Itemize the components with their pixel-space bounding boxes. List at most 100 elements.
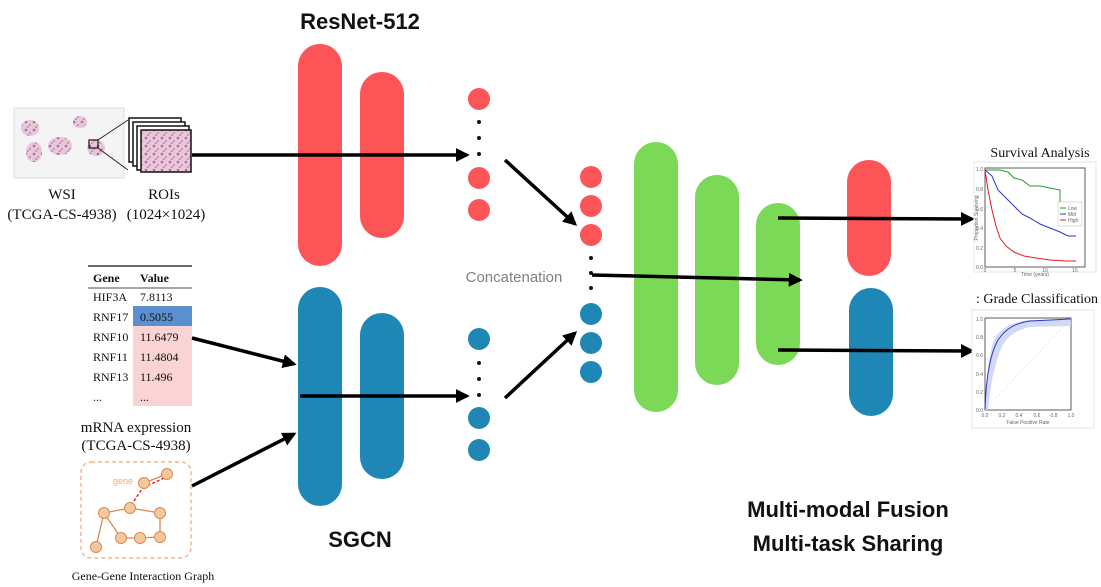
graph-node	[115, 532, 127, 544]
value-highlight-high	[133, 326, 192, 406]
svg-text:0.2: 0.2	[976, 390, 983, 396]
table-row: RNF10 11.6479	[93, 330, 179, 344]
graph-to-sgcn-arrow	[191, 432, 297, 488]
wsi-label: WSI	[48, 187, 76, 203]
concat-to-fusion-arrow	[591, 272, 803, 287]
survival-analysis-title: Survival Analysis	[990, 146, 1089, 161]
legend-mid: Mid	[1068, 212, 1076, 218]
roi-stack	[128, 117, 192, 173]
concat-image-node	[580, 195, 602, 217]
graph-node	[161, 468, 173, 480]
graph-node	[154, 507, 166, 519]
svg-text:1.0: 1.0	[1068, 413, 1075, 419]
svg-text:0.2: 0.2	[999, 413, 1006, 419]
fusion-to-grade-arrow	[777, 343, 975, 358]
svg-text:0.6: 0.6	[976, 353, 983, 359]
svg-text:HIF3A: HIF3A	[93, 290, 127, 304]
graph-node	[134, 532, 146, 544]
fusion-to-survival-arrow	[777, 211, 975, 226]
svg-text:RNF13: RNF13	[93, 370, 128, 384]
rois-size-label: (1024×1024)	[127, 207, 205, 223]
svg-text:11.4804: 11.4804	[140, 350, 179, 364]
fusion-title-line2: Multi-task Sharing	[753, 531, 944, 556]
mrna-table: Gene Value HIF3A 7.8113 RNF17 0.5055 RNF…	[88, 265, 192, 406]
concat-genomic-node	[580, 361, 602, 383]
image-feature-node	[468, 88, 490, 110]
concat-image-node	[580, 224, 602, 246]
svg-text:5: 5	[1014, 268, 1017, 274]
svg-text:11.496: 11.496	[140, 370, 173, 384]
image-feature-node	[468, 199, 490, 221]
graph-node-label: gene	[113, 476, 133, 486]
table-row: RNF11 11.4804	[93, 350, 179, 364]
fusion-layer-2	[695, 175, 739, 385]
wsi-thumbnail	[13, 107, 129, 179]
fusion-layer-3	[756, 203, 800, 365]
legend-high: High	[1068, 218, 1079, 224]
svg-text:0.5055: 0.5055	[140, 310, 173, 324]
grade-roc-plot: 1.0 0.8 0.6 0.4 0.2 0.0 0.0 0.2 0.4 0.6 …	[971, 309, 1095, 429]
mrna-caption: mRNA expression	[81, 420, 192, 436]
svg-text:11.6479: 11.6479	[140, 330, 179, 344]
table-header-gene: Gene	[93, 271, 120, 285]
concat-image-node	[580, 166, 602, 188]
svg-text:RNF10: RNF10	[93, 330, 128, 344]
fusion-title-line1: Multi-modal Fusion	[747, 497, 949, 522]
svg-text:...: ...	[140, 390, 149, 404]
image-to-concat-arrow	[503, 158, 578, 226]
table-row: RNF13 11.496	[93, 370, 173, 384]
svg-text:0.4: 0.4	[976, 226, 983, 232]
genomic-feature-node	[468, 439, 490, 461]
svg-text:0.8: 0.8	[1051, 413, 1058, 419]
graph-node	[98, 507, 110, 519]
svg-text:15: 15	[1072, 268, 1078, 274]
svg-text:0.6: 0.6	[976, 207, 983, 213]
value-highlight-low	[133, 306, 192, 326]
image-feature-node	[468, 167, 490, 189]
wsi-id-label: (TCGA-CS-4938)	[7, 207, 116, 223]
svg-text:0.0: 0.0	[976, 265, 983, 271]
concat-genomic-node	[580, 303, 602, 325]
svg-text:10: 10	[1042, 268, 1048, 274]
graph-node	[138, 477, 150, 489]
svg-text:RNF17: RNF17	[93, 310, 128, 324]
graph-node	[124, 502, 136, 514]
concatenation-label: Concatenation	[466, 269, 563, 286]
graph-node	[154, 531, 166, 543]
mrna-to-sgcn-arrow	[191, 336, 297, 369]
genomic-to-concat-arrow	[503, 331, 578, 400]
svg-text:0.2: 0.2	[976, 246, 983, 252]
svg-text:0.8: 0.8	[976, 335, 983, 341]
grade-x-axis-label: False Positive Rate	[1006, 420, 1049, 426]
legend-low: Low	[1068, 206, 1078, 212]
svg-text:0: 0	[984, 268, 987, 274]
svg-text:1.0: 1.0	[976, 317, 983, 323]
table-row: HIF3A 7.8113	[93, 290, 173, 304]
graph-caption: Gene-Gene Interaction Graph	[72, 569, 215, 583]
survival-plot: Low Mid High 1.0 0.8 0.6 0.4 0.2 0.0 0 5…	[973, 161, 1097, 278]
concat-genomic-node	[580, 332, 602, 354]
table-header-value: Value	[140, 271, 170, 285]
resnet-title: ResNet-512	[300, 9, 420, 34]
sgcn-title: SGCN	[328, 527, 392, 552]
mrna-id-caption: (TCGA-CS-4938)	[81, 438, 190, 454]
svg-text:...: ...	[93, 390, 102, 404]
genomic-feature-node	[468, 328, 490, 350]
gene-interaction-graph: gene	[80, 461, 192, 559]
svg-text:0.4: 0.4	[976, 372, 983, 378]
svg-text:1.0: 1.0	[976, 167, 983, 173]
svg-text:0.0: 0.0	[976, 408, 983, 414]
svg-text:0.4: 0.4	[1016, 413, 1023, 419]
svg-text:0.8: 0.8	[976, 187, 983, 193]
svg-text:7.8113: 7.8113	[140, 290, 173, 304]
genomic-feature-node	[468, 407, 490, 429]
survival-y-axis-label: Proportion Surviving	[974, 195, 980, 240]
svg-text:0.0: 0.0	[982, 413, 989, 419]
table-row: ... ...	[93, 390, 149, 404]
svg-text:RNF11: RNF11	[93, 350, 128, 364]
graph-node	[90, 541, 102, 553]
grade-classification-title: : Grade Classification	[976, 292, 1098, 307]
svg-text:0.6: 0.6	[1034, 413, 1041, 419]
rois-label: ROIs	[148, 187, 180, 203]
